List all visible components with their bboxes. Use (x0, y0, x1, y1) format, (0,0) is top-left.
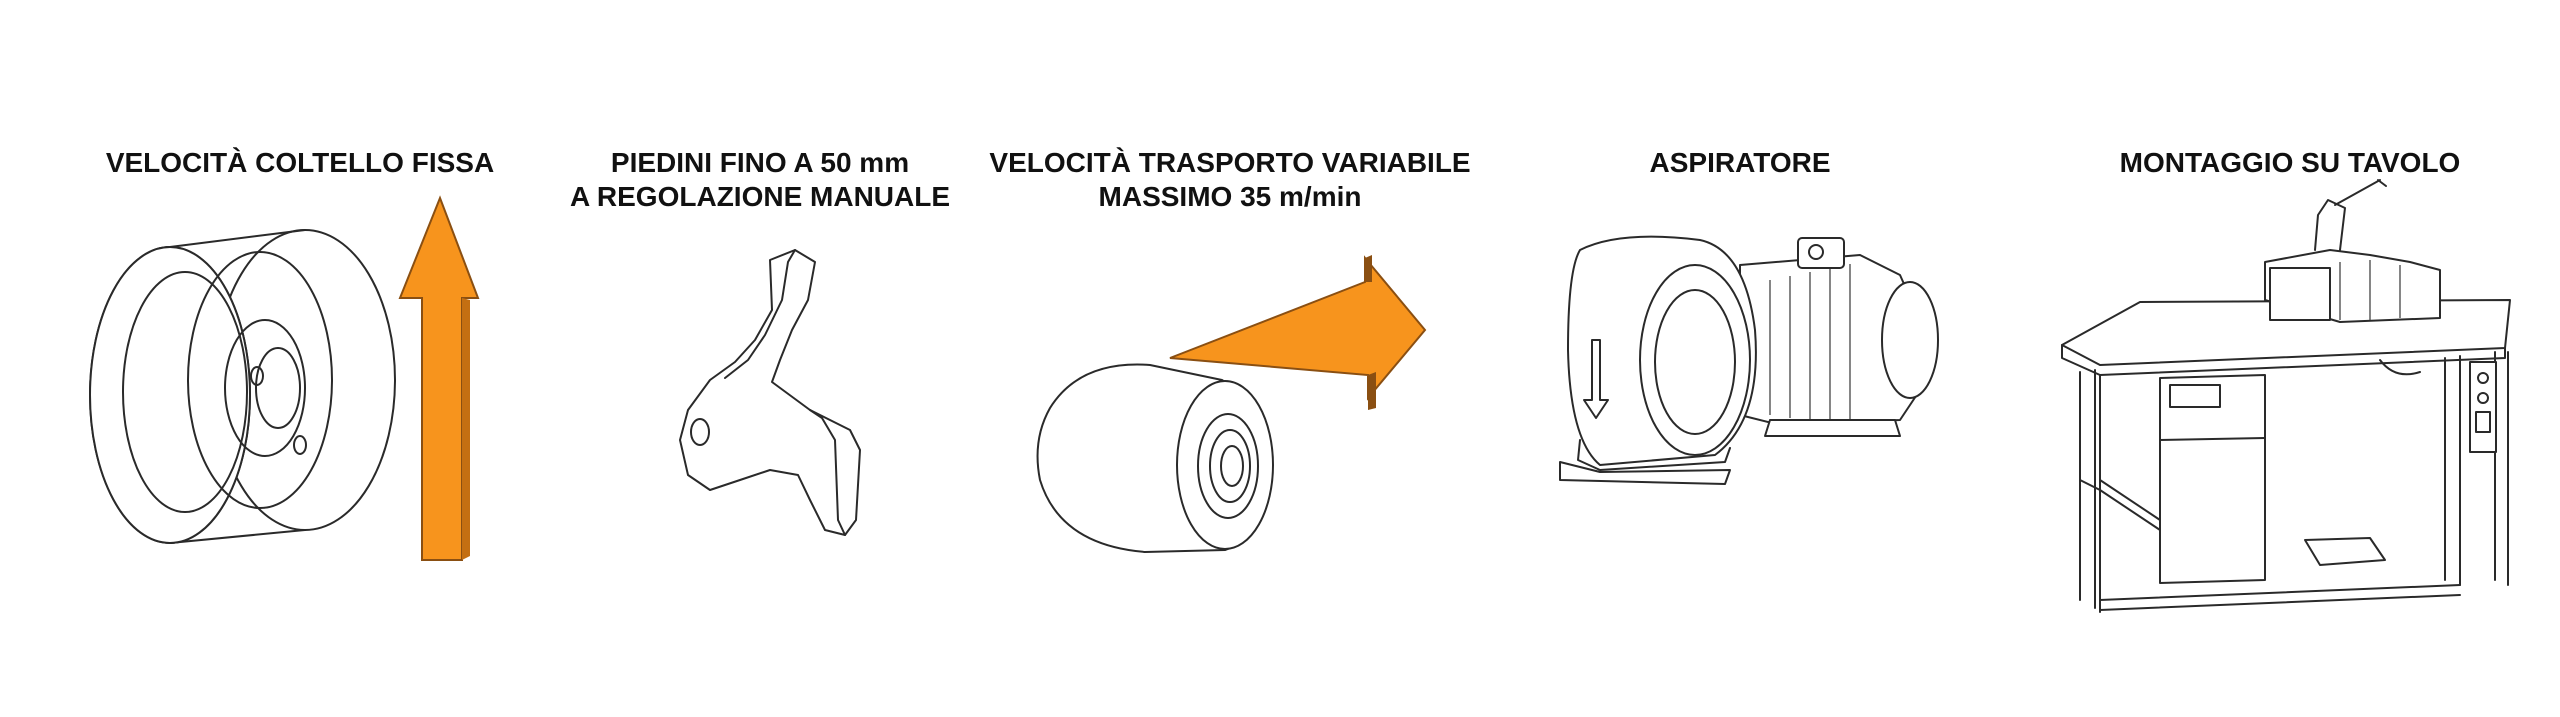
feature-suction: ASPIRATORE (1500, 0, 1980, 717)
feature-feed-speed: VELOCITÀ TRASPORTO VARIABILE MASSIMO 35 … (980, 0, 1480, 717)
feature-title-line: MONTAGGIO SU TAVOLO (2119, 147, 2461, 178)
feature-title-line: ASPIRATORE (1649, 147, 1831, 178)
feature-title: VELOCITÀ TRASPORTO VARIABILE MASSIMO 35 … (980, 146, 1480, 214)
feature-title: PIEDINI FINO A 50 mm A REGOLAZIONE MANUA… (560, 146, 960, 214)
feature-title-line: PIEDINI FINO A 50 mm (610, 147, 910, 178)
machine-table-icon (2061, 179, 2511, 613)
knife-wheel-icon (89, 195, 480, 561)
feature-presser-feet: PIEDINI FINO A 50 mm A REGOLAZIONE MANUA… (560, 0, 960, 717)
feature-title-line: MASSIMO 35 m/min (1098, 181, 1362, 212)
suction-blower-icon (1559, 235, 1939, 485)
feature-title: MONTAGGIO SU TAVOLO (2040, 146, 2540, 180)
feature-title-line: A REGOLAZIONE MANUALE (569, 181, 951, 212)
feature-title-line: VELOCITÀ COLTELLO FISSA (105, 147, 495, 178)
feature-knife-speed: VELOCITÀ COLTELLO FISSA (60, 0, 540, 717)
feature-title-line: VELOCITÀ TRASPORTO VARIABILE (989, 147, 1471, 178)
feature-title: VELOCITÀ COLTELLO FISSA (60, 146, 540, 180)
presser-foot-icon (679, 249, 861, 536)
feature-table-mounting: MONTAGGIO SU TAVOLO (2040, 0, 2540, 717)
feed-roller-icon (1036, 255, 1427, 553)
feature-title: ASPIRATORE (1500, 146, 1980, 180)
